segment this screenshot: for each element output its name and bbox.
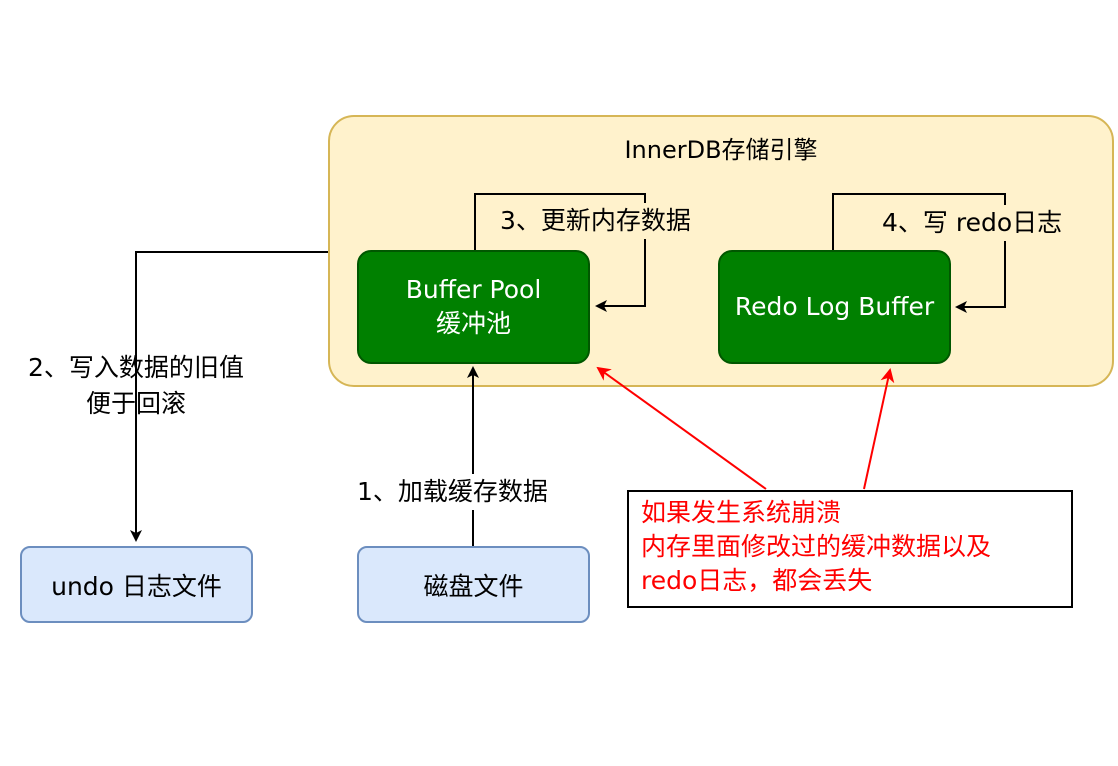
warning-arrow-redo: [863, 368, 895, 490]
undo-log-file-label: undo 日志文件: [51, 571, 222, 601]
crash-warning-note: 如果发生系统崩溃 内存里面修改过的缓冲数据以及 redo日志，都会丢失: [627, 490, 1073, 608]
buffer-pool-node: Buffer Pool 缓冲池: [357, 250, 590, 364]
step3-label: 3、更新内存数据: [498, 203, 693, 239]
step3-arrow: [474, 193, 646, 312]
redo-log-buffer-node: Redo Log Buffer: [718, 250, 951, 364]
step4-label: 4、写 redo日志: [880, 205, 1065, 241]
engine-title: InnerDB存储引擎: [624, 136, 818, 164]
step1-label: 1、加载缓存数据: [357, 474, 548, 510]
step4-arrow: [832, 193, 1006, 313]
undo-log-file-node: undo 日志文件: [20, 546, 253, 623]
step2-label-line2: 便于回滚: [85, 389, 186, 418]
buffer-pool-label-cn: 缓冲池: [435, 309, 511, 338]
warning-line-3: redo日志，都会丢失: [641, 566, 873, 595]
step2-label-line1: 2、写入数据的旧值: [28, 353, 244, 382]
disk-file-node: 磁盘文件: [357, 546, 590, 623]
warning-line-1: 如果发生系统崩溃: [641, 498, 842, 527]
step2-arrow: [130, 251, 328, 542]
redo-log-buffer-label: Redo Log Buffer: [734, 292, 935, 321]
warning-line-2: 内存里面修改过的缓冲数据以及: [641, 532, 992, 561]
step2-label: 2、写入数据的旧值 便于回滚: [0, 350, 272, 422]
warning-arrow-buffer: [596, 366, 767, 490]
disk-file-label: 磁盘文件: [423, 571, 524, 601]
buffer-pool-label-en: Buffer Pool: [405, 275, 542, 304]
